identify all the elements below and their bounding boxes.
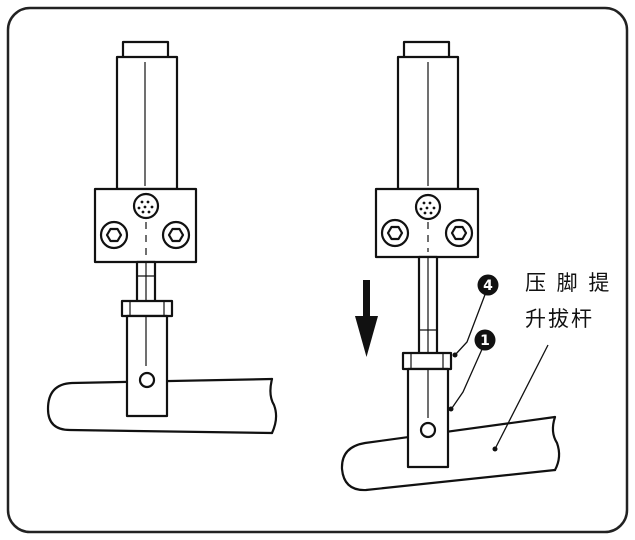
marker-4: 4 — [477, 274, 499, 296]
left-top-cap — [121, 40, 170, 60]
left-bar-hole — [138, 371, 156, 389]
leader-lines — [451, 291, 549, 450]
right-top-cap — [402, 40, 451, 60]
leader-marker-1 — [451, 346, 484, 409]
left-upper-body — [115, 55, 179, 191]
annotation-line-1: 压 脚 提 — [525, 271, 611, 295]
leader-annotation — [494, 344, 549, 450]
svg-text:1: 1 — [480, 333, 490, 349]
right-bar-hole — [419, 421, 437, 439]
right-foot-break — [551, 415, 561, 472]
left-knurled-screw — [132, 192, 160, 220]
left-lower-bar — [125, 314, 169, 418]
left-assembly — [46, 40, 278, 435]
svg-text:4: 4 — [483, 278, 493, 294]
marker-1: 1 — [474, 329, 496, 351]
down-arrow-icon — [355, 280, 378, 357]
annotation-line-2: 升拔杆 — [525, 307, 594, 331]
right-knurled-screw — [414, 193, 442, 221]
right-nut — [401, 351, 453, 371]
leader-marker-4 — [454, 291, 487, 356]
left-foot-break — [269, 377, 278, 435]
